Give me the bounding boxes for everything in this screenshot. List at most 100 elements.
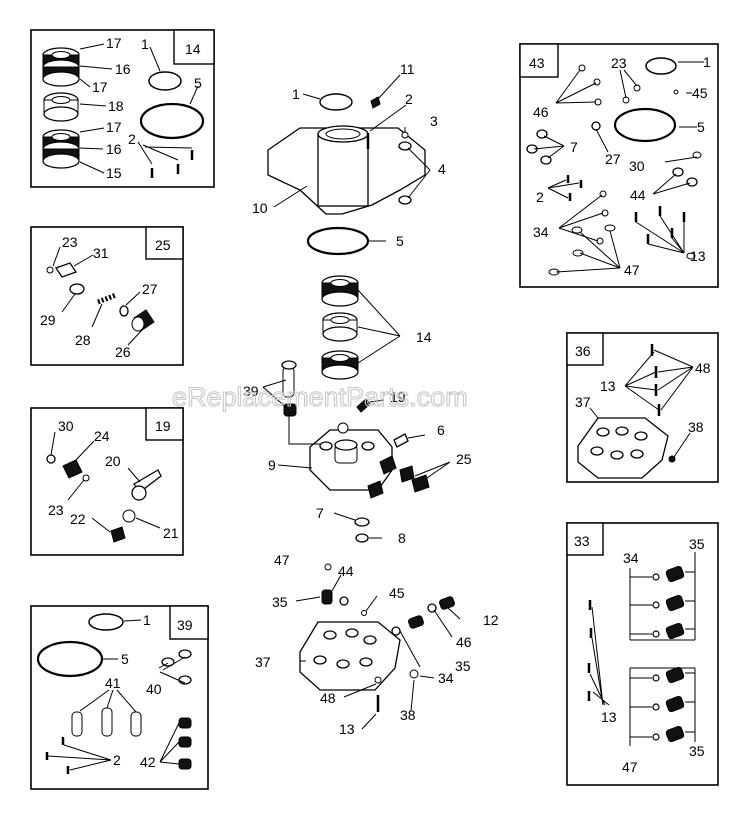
callout-label: 35: [689, 743, 705, 759]
callout-label: 1: [143, 612, 151, 628]
kit-39-parts: 1 5 41 40 2 42: [36, 612, 192, 774]
kit-number: 25: [155, 237, 171, 253]
callout-label: 23: [48, 502, 64, 518]
callout-label: 22: [70, 511, 86, 527]
kit-number: 36: [575, 343, 591, 359]
callout-label: 5: [121, 651, 129, 667]
callout-label: 44: [338, 563, 354, 579]
kit-33-parts: 34 35 13 47 35: [587, 536, 705, 775]
callout-label: 34: [533, 224, 549, 240]
callout-label: 5: [396, 233, 404, 249]
kit-19-parts: 30 24 20 23 22 21: [46, 418, 179, 543]
kit-number: 19: [155, 418, 171, 434]
callout-label: 25: [456, 451, 472, 467]
callout-label: 1: [141, 36, 149, 52]
callout-label: 10: [252, 200, 268, 216]
callout-label: 17: [92, 79, 108, 95]
callout-label: 27: [142, 281, 158, 297]
callout-label: 40: [146, 681, 162, 697]
callout-label: 13: [601, 709, 617, 725]
kit-number: 39: [177, 617, 193, 633]
callout-label: 11: [400, 61, 415, 77]
main-assembly: 11 1 2 3 4 10 5 14 39 19 6 9 25 7 8 47 4…: [243, 61, 499, 737]
callout-label: 19: [390, 389, 406, 405]
callout-label: 45: [692, 85, 708, 101]
callout-label: 26: [115, 344, 131, 360]
callout-label: 2: [128, 131, 136, 147]
callout-label: 39: [243, 383, 259, 399]
callout-label: 2: [405, 91, 413, 107]
callout-label: 6: [437, 422, 445, 438]
callout-label: 3: [430, 113, 438, 129]
callout-label: 34: [438, 670, 454, 686]
callout-label: 1: [292, 86, 300, 102]
kit-number: 33: [574, 533, 590, 549]
kit-25-box: 25: [30, 226, 184, 366]
callout-label: 20: [105, 453, 121, 469]
callout-label: 38: [688, 419, 704, 435]
callout-label: 13: [690, 248, 706, 264]
callout-label: 1: [703, 54, 711, 70]
callout-label: 31: [93, 245, 109, 261]
callout-label: 7: [316, 505, 324, 521]
callout-label: 37: [575, 394, 591, 410]
callout-label: 47: [622, 759, 638, 775]
kit-14-box: 14: [30, 29, 215, 188]
callout-label: 7: [570, 139, 578, 155]
callout-label: 16: [106, 141, 122, 157]
callout-label: 12: [483, 612, 499, 628]
callout-label: 5: [697, 119, 705, 135]
callout-label: 34: [623, 550, 639, 566]
callout-label: 9: [268, 457, 276, 473]
callout-label: 23: [611, 55, 627, 71]
kit-36-parts: 48 13 37 38: [575, 344, 711, 479]
callout-label: 35: [272, 594, 288, 610]
callout-label: 42: [140, 754, 156, 770]
kit-19-box: 19: [30, 407, 184, 556]
callout-label: 21: [163, 525, 179, 541]
callout-label: 44: [630, 187, 646, 203]
callout-label: 5: [194, 75, 202, 91]
callout-label: 46: [533, 104, 549, 120]
kit-36-box: 36: [566, 332, 719, 483]
callout-label: 2: [113, 752, 121, 768]
callout-label: 17: [106, 35, 122, 51]
callout-label: 35: [689, 536, 705, 552]
callout-label: 13: [339, 721, 355, 737]
callout-label: 2: [536, 189, 544, 205]
kit-number: 43: [529, 55, 545, 71]
callout-label: 30: [629, 158, 645, 174]
kit-33-box: 33: [566, 522, 719, 786]
callout-label: 16: [115, 61, 131, 77]
callout-label: 47: [274, 552, 290, 568]
callout-label: 38: [400, 707, 416, 723]
callout-label: 48: [320, 690, 336, 706]
callout-label: 15: [106, 165, 122, 181]
watermark: eReplacementParts.com: [172, 382, 468, 412]
kit-14-parts: 17 16 17 18 17 16 15 1 5 2: [42, 35, 205, 181]
callout-label: 14: [416, 329, 432, 345]
callout-label: 13: [600, 378, 616, 394]
callout-label: 8: [398, 530, 406, 546]
callout-label: 18: [108, 98, 124, 114]
callout-label: 46: [456, 634, 472, 650]
callout-label: 47: [624, 262, 640, 278]
kit-number: 14: [185, 41, 201, 57]
callout-label: 29: [40, 312, 56, 328]
kit-43-box: 43: [519, 43, 719, 288]
callout-label: 4: [438, 161, 446, 177]
callout-label: 17: [106, 119, 122, 135]
kit-39-box: 39: [30, 605, 209, 790]
callout-label: 48: [695, 360, 711, 376]
callout-label: 45: [389, 585, 405, 601]
callout-label: 37: [255, 654, 271, 670]
kit-43-parts: 23 1 45 46 5 7 27 30 2 44 34 13 47: [526, 54, 711, 278]
callout-label: 41: [105, 675, 121, 691]
callout-label: 30: [58, 418, 74, 434]
callout-label: 23: [62, 234, 78, 250]
callout-label: 35: [455, 658, 471, 674]
kit-25-parts: 23 31 27 29 28 26: [40, 234, 158, 360]
callout-label: 27: [605, 151, 621, 167]
callout-label: 28: [75, 332, 91, 348]
